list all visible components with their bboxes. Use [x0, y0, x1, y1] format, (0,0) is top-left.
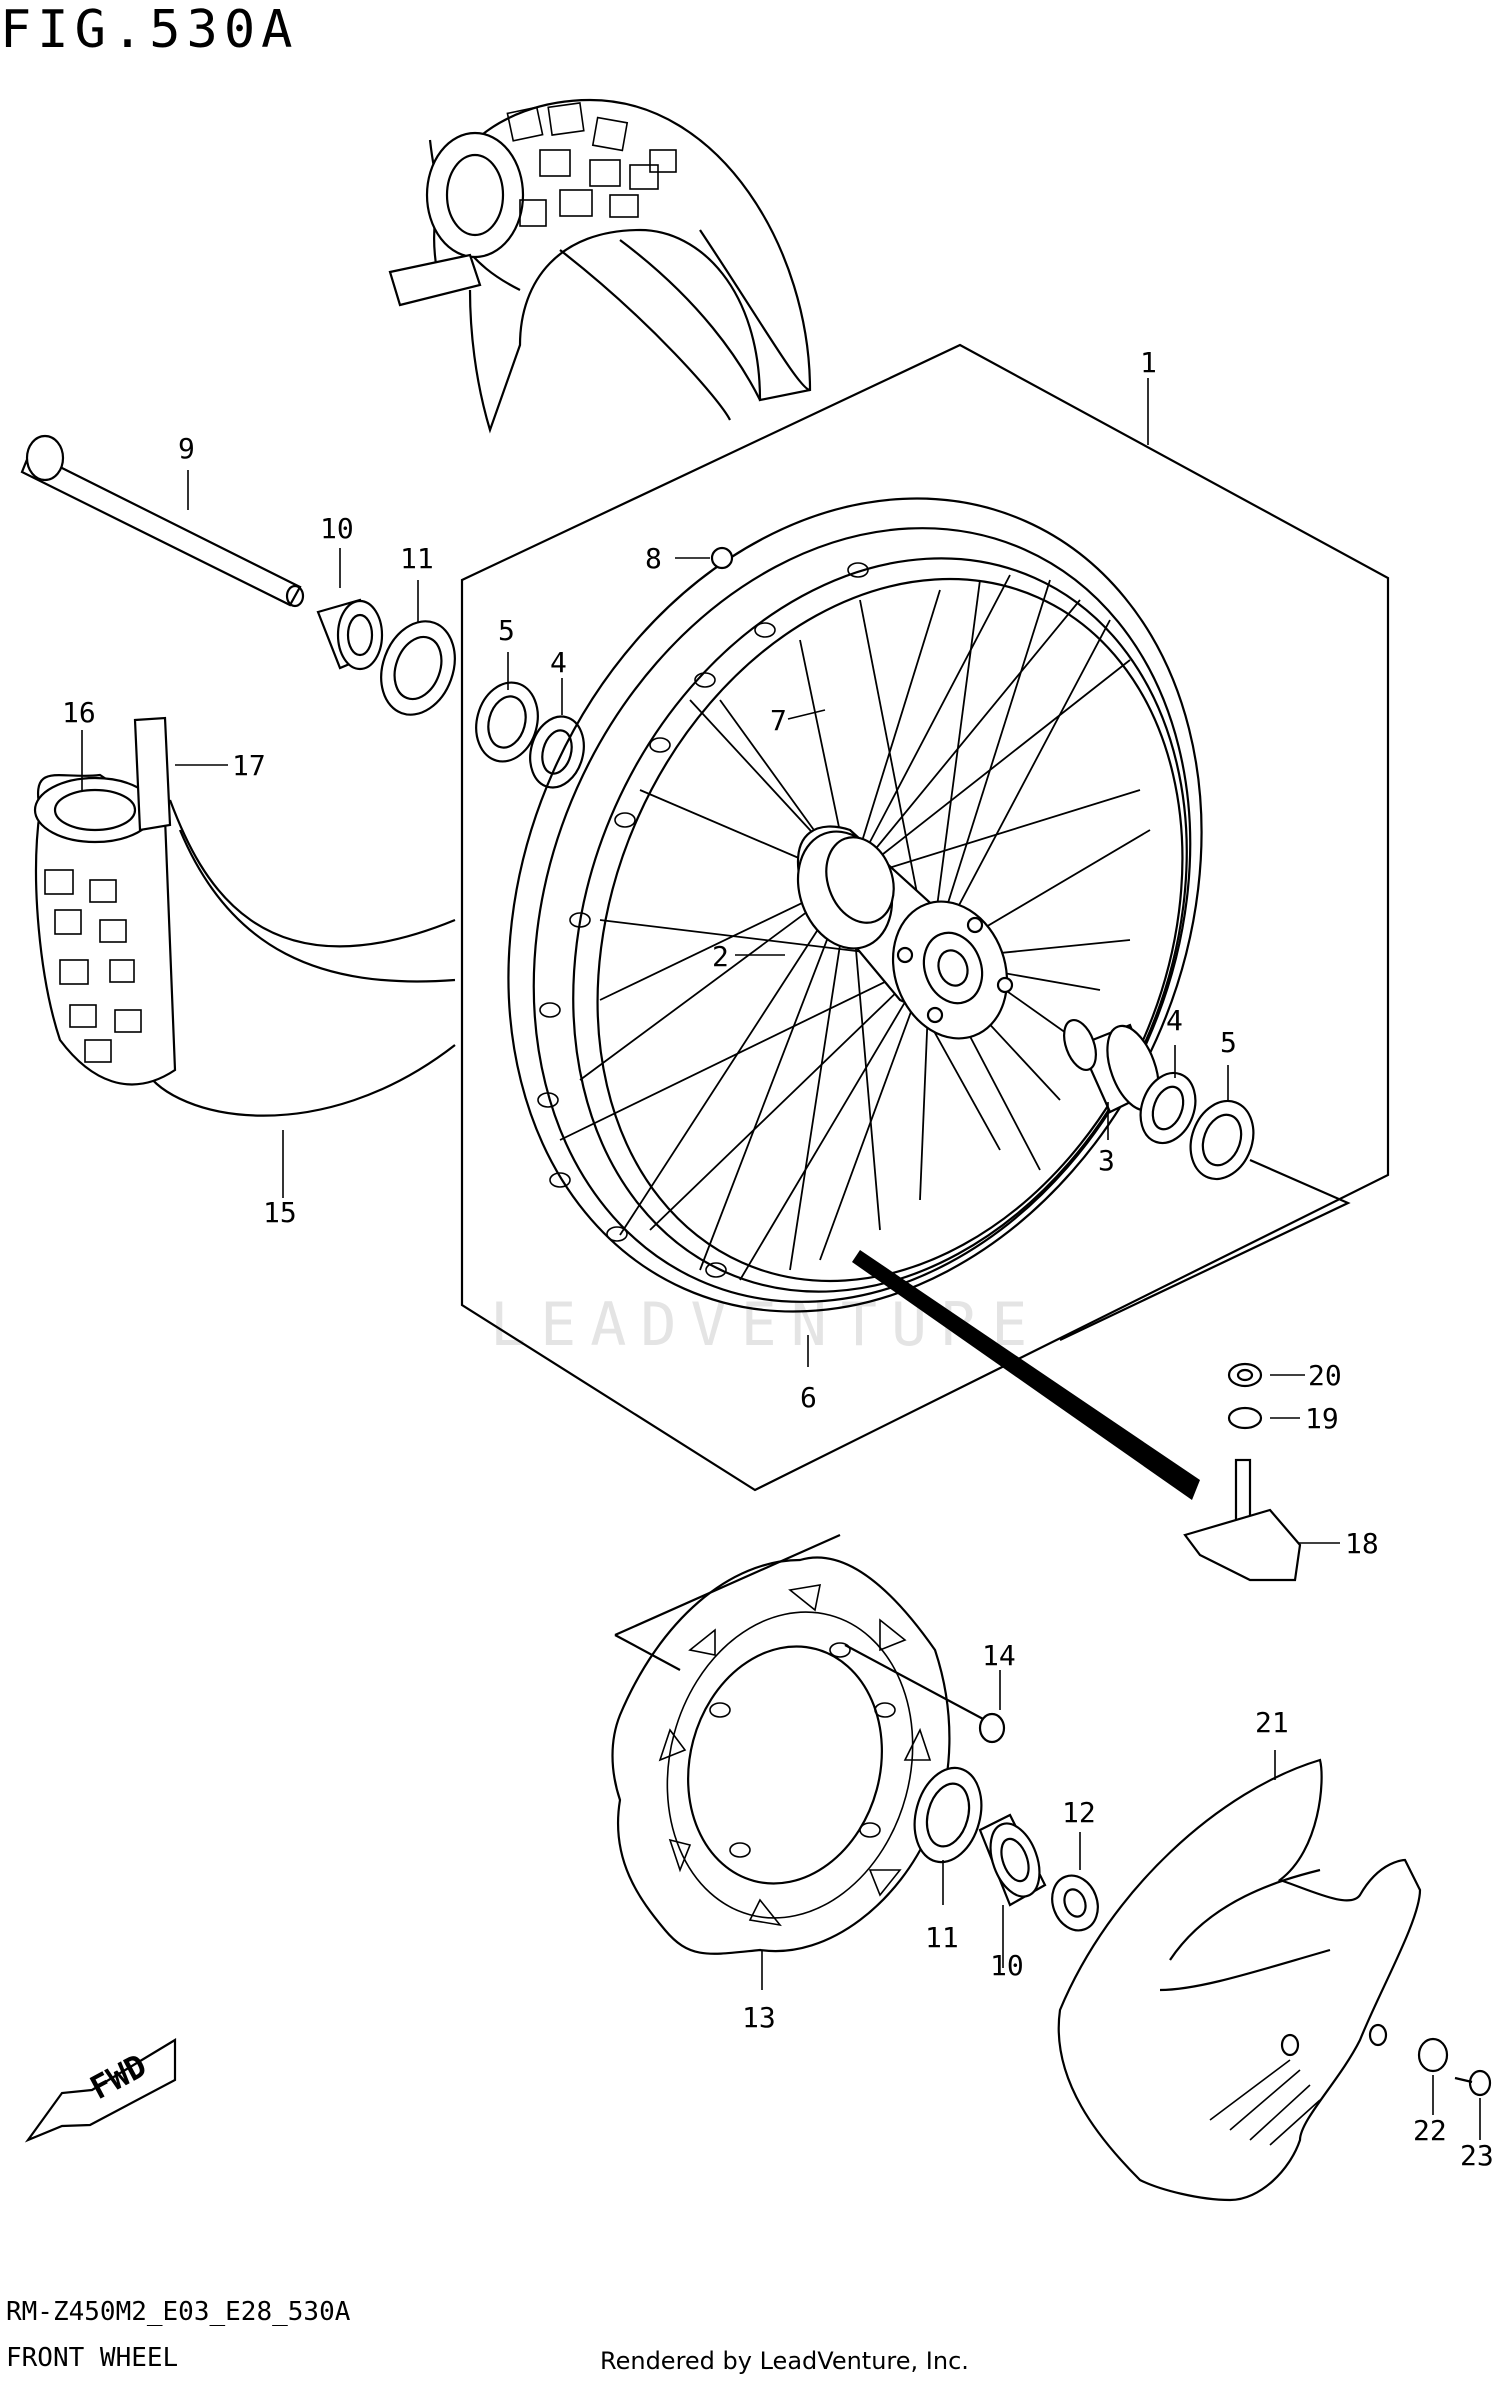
collar-top: [316, 598, 384, 671]
inner-tube: [33, 716, 456, 1117]
callout-14: 14: [982, 1639, 1016, 1672]
callout-17: 17: [232, 749, 266, 782]
axle: [20, 434, 305, 608]
callout-5-right: 5: [1220, 1026, 1237, 1059]
callout-22: 22: [1413, 2114, 1447, 2147]
valve-washer: [1227, 1406, 1263, 1430]
assembly-outline: [460, 343, 1390, 1492]
valve-leader: [852, 1250, 1200, 1500]
valve-nut: [1227, 1362, 1263, 1388]
wheel-hub: [796, 825, 1014, 1040]
callout-leaders: [81, 378, 1481, 2140]
callout-20: 20: [1308, 1359, 1342, 1392]
watermark: LEADVENTURE: [490, 1290, 1041, 1360]
callout-5-left: 5: [498, 614, 515, 647]
brake-disc: [611, 1556, 951, 1955]
front-tire: [388, 98, 812, 434]
valve: [1183, 1458, 1302, 1582]
callout-19: 19: [1305, 1402, 1339, 1435]
nipple: [710, 546, 734, 570]
callout-10-bottom: 10: [990, 1949, 1024, 1982]
figure-code: RM-Z450M2_E03_E28_530A: [6, 2297, 351, 2327]
collar-bottom: [978, 1813, 1047, 1907]
callout-8: 8: [645, 542, 662, 575]
callout-4-left: 4: [550, 646, 567, 679]
callout-13: 13: [742, 2001, 776, 2034]
callout-18: 18: [1345, 1527, 1379, 1560]
disc-cover: [1057, 1758, 1422, 2202]
bearing-right: [1139, 1071, 1197, 1145]
axle-nut: [1051, 1874, 1099, 1932]
disc-bolt: [844, 1644, 1006, 1744]
cover-washer: [1417, 2037, 1449, 2073]
callout-1: 1: [1140, 346, 1157, 379]
callout-11-bottom: 11: [925, 1921, 959, 1954]
callout-6: 6: [800, 1381, 817, 1414]
callout-2: 2: [712, 940, 729, 973]
callout-9: 9: [178, 432, 195, 465]
washer-top: [380, 620, 456, 716]
callout-7: 7: [770, 704, 787, 737]
callout-23: 23: [1460, 2139, 1494, 2172]
callout-12: 12: [1062, 1796, 1096, 1829]
callout-15: 15: [263, 1196, 297, 1229]
forward-direction-badge: FWD: [24, 2038, 177, 2143]
spacer: [1063, 1019, 1160, 1114]
rendered-by: Rendered by LeadVenture, Inc.: [600, 2347, 969, 2375]
figure-name: FRONT WHEEL: [6, 2343, 179, 2373]
callout-11-top: 11: [400, 542, 434, 575]
callout-16: 16: [62, 696, 96, 729]
washer-bottom: [913, 1766, 983, 1864]
callout-21: 21: [1255, 1706, 1289, 1739]
figure-title: FIG.530A: [0, 0, 299, 60]
callout-3: 3: [1098, 1144, 1115, 1177]
callout-10-top: 10: [320, 512, 354, 545]
callout-4-right: 4: [1166, 1004, 1183, 1037]
cover-bolt: [1454, 2069, 1492, 2097]
